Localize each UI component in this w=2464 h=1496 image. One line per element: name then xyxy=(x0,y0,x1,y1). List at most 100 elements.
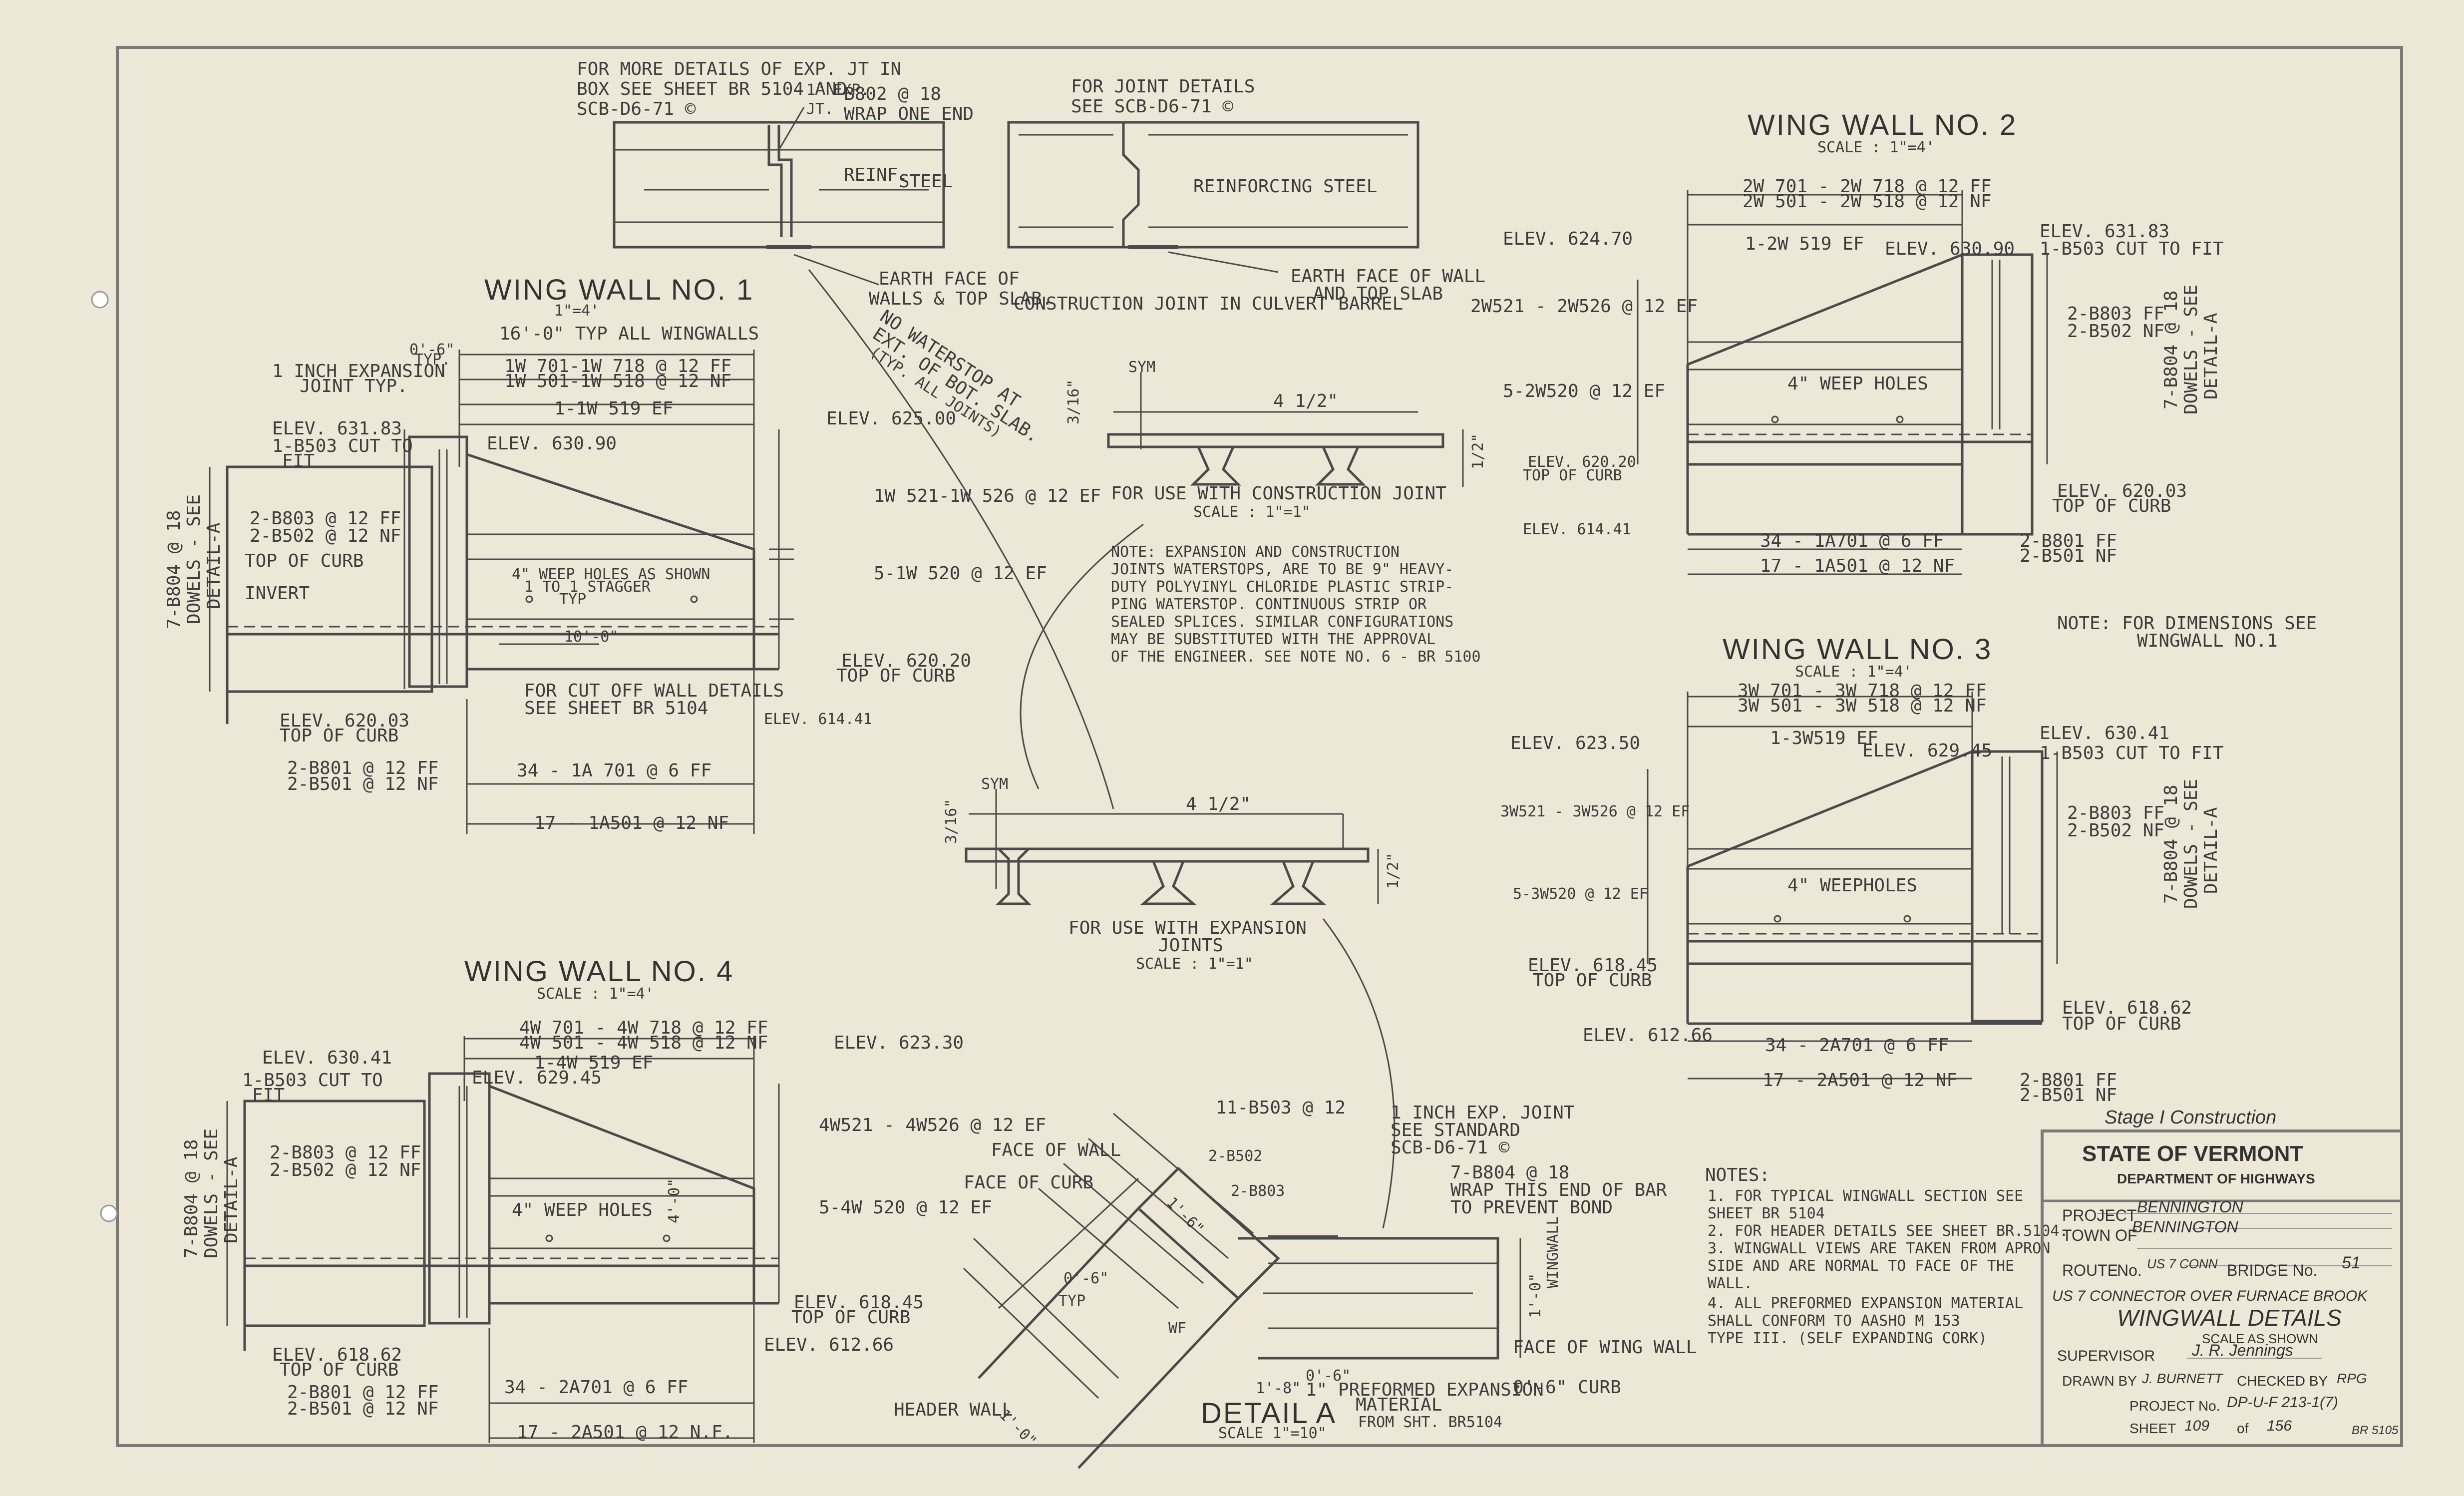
ww3-top-dim-3: 1-3W519 EF xyxy=(1770,728,1878,748)
construction-joint-caption: CONSTRUCTION JOINT IN CULVERT BARREL xyxy=(1014,294,1403,314)
title-block-state: STATE OF VERMONT xyxy=(2082,1141,2303,1166)
waterstop-note-3: DUTY POLYVINYL CHLORIDE PLASTIC STRIP- xyxy=(1111,578,1453,596)
ww2-bars-left-1: 2W521 - 2W526 @ 12 EF xyxy=(1470,296,1698,317)
ww4-elev-curb-left-1: ELEV. 618.62 xyxy=(272,1345,402,1365)
ww1-cutoff-note-2: SEE SHEET BR 5104 xyxy=(524,698,708,719)
ww2-dowels-1: 7-B804 @ 18 xyxy=(2161,291,2181,409)
ww4-elev-mid: ELEV. 629.45 xyxy=(472,1068,602,1088)
detail-a-from-sheet: FROM SHT. BR5104 xyxy=(1358,1414,1502,1431)
right-joint-note-2: SEE SCB-D6-71 © xyxy=(1071,96,1233,117)
ww2-bottom-bars-1: 2-B801 FF xyxy=(2020,531,2117,551)
ww1-bars-left-2: 2-B502 @ 12 NF xyxy=(250,526,401,546)
waterstop-note-2: JOINTS WATERSTOPS, ARE TO BE 9" HEAVY- xyxy=(1111,561,1453,578)
title-block-of-label: of xyxy=(2237,1421,2249,1436)
ww3-top-dim-1: 3W 701 - 3W 718 @ 12 FF xyxy=(1738,681,1987,701)
ww1-offset-dim-1: 0'-6" xyxy=(409,341,454,359)
title-block-bridge-label: BRIDGE No. xyxy=(2227,1261,2317,1279)
waterstop-exp-dim-b: 1/2" xyxy=(1385,853,1402,889)
ww1-elev-bottom-right: ELEV. 614.41 xyxy=(764,711,872,728)
ww2-elev-bottom: ELEV. 614.41 xyxy=(1523,521,1631,538)
ww1-weep-3: TYP xyxy=(559,591,586,608)
reinf-steel-left-1: REINF. xyxy=(844,165,909,185)
ww4-bars-left-2: 2-B502 @ 12 NF xyxy=(270,1160,421,1180)
title-block-dept: DEPARTMENT OF HIGHWAYS xyxy=(2117,1171,2315,1186)
ww4-bar-b503-1: 1-B503 CUT TO xyxy=(242,1070,383,1091)
waterstop-sym-top: SYM xyxy=(1128,359,1155,376)
title-block-sheet-total: 156 xyxy=(2267,1418,2292,1434)
ww2-bottom-bars-2: 2-B501 NF xyxy=(2020,546,2117,566)
ww2-bottom-dim-1: 34 - 1A701 @ 6 FF xyxy=(1760,531,1944,551)
ww4-bottom-dim-1: 34 - 2A701 @ 6 FF xyxy=(504,1377,688,1398)
reinforcing-steel-right: REINFORCING STEEL xyxy=(1193,176,1377,197)
ww1-top-dim-1: 16'-0" TYP ALL WINGWALLS xyxy=(499,324,759,344)
detail-a-typ: TYP xyxy=(1058,1292,1085,1310)
top-left-note-1: FOR MORE DETAILS OF EXP. JT IN xyxy=(577,59,901,79)
ww2-bars-right-1: 2-B803 FF xyxy=(2067,304,2164,324)
top-joint-details xyxy=(613,107,1419,286)
detail-a-header-wall: HEADER WALL xyxy=(894,1400,1013,1420)
ww2-weep: 4" WEEP HOLES xyxy=(1787,374,1928,394)
ww4-dowels-3: DETAIL-A xyxy=(221,1156,242,1243)
waterstop-side-dim-b: 1/2" xyxy=(1469,433,1487,469)
ww4-bottom-bars-1: 2-B801 @ 12 FF xyxy=(287,1382,438,1403)
ww4-bars-right-1: 4W521 - 4W526 @ 12 EF xyxy=(819,1115,1046,1135)
title-block-stage: Stage I Construction xyxy=(2105,1107,2276,1128)
detail-a-title: DETAIL A xyxy=(1201,1397,1337,1430)
detail-a-scale: SCALE 1"=10" xyxy=(1218,1425,1327,1442)
ww1-top-dim-4: 1-1W 519 EF xyxy=(554,398,673,419)
detail-a-preformed-1: 1" PREFORMED EXPANSION xyxy=(1306,1380,1544,1400)
ww2-dowels-2: DOWELS - SEE xyxy=(2181,285,2201,414)
ww1-bars-right-1: 1W 521-1W 526 @ 12 EF xyxy=(874,486,1101,506)
ww3-elev-curb-left-1: ELEV. 618.45 xyxy=(1528,955,1658,976)
waterstop-width-top: 4 1/2" xyxy=(1273,391,1338,411)
ww4-bottom-bars-2: 2-B501 @ 12 NF xyxy=(287,1399,438,1419)
ww3-scale: SCALE : 1"=4' xyxy=(1795,663,1912,681)
detail-a-b804-2: WRAP THIS END OF BAR xyxy=(1450,1180,1667,1200)
detail-a-bar-2: 2-B502 xyxy=(1208,1147,1262,1165)
ww2-elev-curb-right-1: ELEV. 620.03 xyxy=(2057,481,2187,501)
detail-a-b804-3: TO PREVENT BOND xyxy=(1450,1197,1613,1218)
notes-item-3: 2. FOR HEADER DETAILS SEE SHEET BR.5104. xyxy=(1708,1222,2068,1240)
punch-hole-2 xyxy=(100,1204,118,1222)
ww1-bottom-dim-2: 17 - 1A501 @ 12 NF xyxy=(534,813,729,833)
ww1-top-dim-2: 1W 701-1W 718 @ 12 FF xyxy=(504,356,731,376)
ww4-top-dim-1: 4W 701 - 4W 718 @ 12 FF xyxy=(519,1018,768,1038)
title-block-sheet-value: 109 xyxy=(2184,1418,2209,1434)
title-block-town-label: TOWN OF xyxy=(2062,1226,2137,1244)
ww3-elev-bottom: ELEV. 612.66 xyxy=(1583,1025,1713,1046)
ww1-bottom-bars-2: 2-B501 @ 12 NF xyxy=(287,774,438,794)
waterstop-note-7: OF THE ENGINEER. SEE NOTE NO. 6 - BR 510… xyxy=(1111,648,1481,666)
ww2-bars-right-2: 2-B502 NF xyxy=(2067,321,2164,342)
ww2-elev-left: ELEV. 624.70 xyxy=(1503,229,1633,249)
ww1-elev-top-right: ELEV. 625.00 xyxy=(826,408,956,429)
reinf-steel-left-2: STEEL xyxy=(899,171,953,192)
ww1-offset-dim-2: TYP. xyxy=(414,351,450,369)
ww4-elev-right: ELEV. 623.30 xyxy=(834,1033,964,1053)
detail-a-curb: 0'-6" CURB xyxy=(1513,1377,1621,1398)
ww3-bottom-dim-1: 34 - 2A701 @ 6 FF xyxy=(1765,1035,1949,1056)
notes-item-9: TYPE III. (SELF EXPANDING CORK) xyxy=(1708,1330,1987,1347)
ww3-bars-right-1: 2-B803 FF xyxy=(2067,803,2164,823)
ww4-bottom-dim-2: 17 - 2A501 @ 12 N.F. xyxy=(517,1422,733,1443)
ww1-title: WING WALL NO. 1 xyxy=(484,274,754,306)
ww3-bars-left-1: 3W521 - 3W526 @ 12 EF xyxy=(1500,803,1690,820)
waterstop-exp-dim-a: 3/16" xyxy=(943,799,960,844)
ww1-expansion-joint-2: JOINT TYP. xyxy=(300,376,408,396)
ww4-elev-curb-left-2: TOP OF CURB xyxy=(280,1360,398,1380)
waterstop-side-dim-a: 3/16" xyxy=(1065,379,1082,424)
title-block xyxy=(2041,1129,2403,1447)
exp-gap-label-2: JT. xyxy=(806,100,833,118)
title-block-project-no-label: PROJECT No. xyxy=(2129,1398,2220,1414)
ww1-top-of-curb: TOP OF CURB xyxy=(245,551,363,571)
title-block-project-value: BENNINGTON xyxy=(2137,1198,2244,1216)
ww1-elev-curb-left-1: ELEV. 620.03 xyxy=(280,711,409,731)
detail-a-exp-joint-1: 1 INCH EXP. JOINT xyxy=(1391,1103,1574,1123)
wing-wall-2-drawing xyxy=(1637,190,2048,575)
title-block-route-label: ROUTE xyxy=(2062,1261,2118,1279)
ww4-dowels-2: DOWELS - SEE xyxy=(201,1128,222,1258)
title-block-project-label: PROJECT xyxy=(2062,1206,2136,1224)
detail-a-wingwall-dim: 1'-0" xyxy=(1527,1273,1544,1318)
ww2-bars-left-2: 5-2W520 @ 12 EF xyxy=(1503,381,1665,401)
notes-heading: NOTES: xyxy=(1705,1165,1770,1185)
